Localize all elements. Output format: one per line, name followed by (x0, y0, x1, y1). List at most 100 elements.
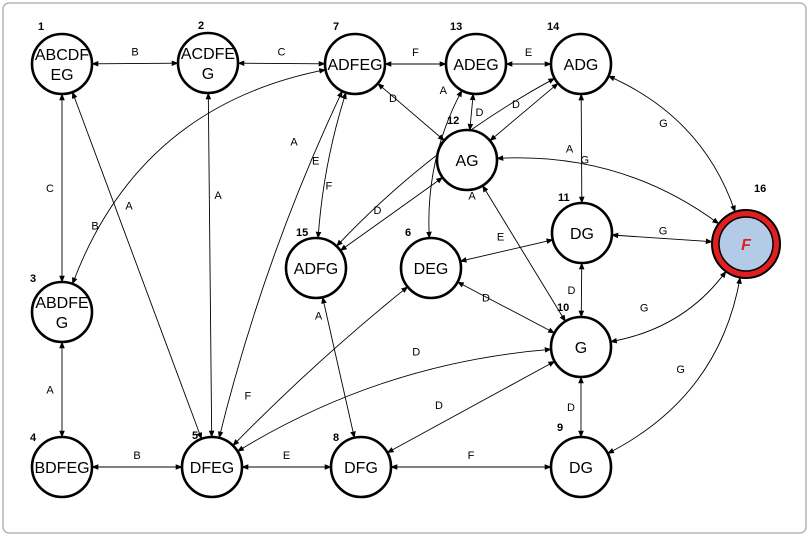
node-label: ACDFE (181, 46, 235, 63)
node-number: 1 (38, 21, 44, 33)
edge-n11-n16 (611, 232, 713, 245)
state-node-6[interactable]: DEG 6 (399, 227, 463, 300)
state-node-10[interactable]: G 10 (549, 302, 613, 379)
node-number: 4 (30, 432, 37, 444)
node-number: 10 (557, 302, 569, 314)
node-circle (323, 32, 387, 96)
node-number: 12 (447, 115, 459, 127)
node-number: 9 (557, 422, 563, 434)
edge-label: F (245, 391, 252, 403)
edge-label: B (91, 220, 98, 232)
edge-label: A (468, 191, 476, 203)
node-circle (329, 435, 393, 499)
node-label: ABDFE (35, 295, 88, 312)
node-label: DG (570, 226, 594, 243)
node-circle (549, 315, 613, 379)
node-number: 14 (547, 21, 560, 33)
edge-label: A (290, 136, 298, 148)
node-label: DG (569, 460, 593, 477)
edge-label: D (389, 93, 397, 105)
edge-label: A (315, 311, 323, 323)
node-circle (30, 435, 94, 499)
edge-label: A (440, 85, 448, 97)
state-node-12[interactable]: AG 12 (435, 115, 499, 192)
node-circle (30, 280, 94, 344)
edge-label: D (476, 107, 484, 119)
edge-n2-n7 (237, 60, 326, 67)
edge-label: G (580, 154, 589, 166)
node-label: G (202, 66, 214, 83)
node-label: G (56, 315, 68, 332)
node-circle (435, 128, 499, 192)
edge-n9-n16 (607, 276, 742, 454)
edge-label: A (125, 201, 133, 213)
node-label: ADG (564, 57, 599, 74)
node-label: AG (455, 153, 478, 170)
edge-label: G (676, 364, 685, 376)
node-number: 8 (333, 432, 339, 444)
node-number: 11 (558, 192, 570, 204)
state-node-14[interactable]: ADG 14 (547, 21, 613, 96)
edge-label: A (214, 190, 222, 202)
edge-label: G (659, 118, 668, 130)
node-label: ADFG (294, 261, 338, 278)
nodes-layer: ABCDFEG1ACDFEG2ADFEG7ADEG13ADG14AG12DG11… (30, 20, 781, 499)
edge-label: D (568, 285, 576, 297)
edge-label: F (468, 450, 475, 462)
edge-n1-n2 (91, 60, 179, 67)
state-node-11[interactable]: DG 11 (550, 192, 614, 265)
node-circle (444, 32, 508, 96)
node-circle (718, 216, 774, 272)
edge-label: D (482, 293, 490, 305)
edge-label: E (283, 450, 290, 462)
state-node-9[interactable]: DG 9 (549, 422, 613, 499)
node-number: 3 (30, 273, 36, 285)
edge-n6-n10 (456, 281, 556, 334)
edge-n7-n3 (72, 68, 327, 285)
edge-label: B (131, 47, 138, 59)
state-node-3[interactable]: ABDFE G 3 (30, 273, 94, 344)
edge-n14-n16 (607, 75, 736, 213)
node-label: DEG (414, 261, 449, 278)
edge-n11-n6 (459, 238, 554, 263)
node-number: 6 (405, 227, 411, 239)
edge-label: C (46, 183, 54, 195)
edge-n13-n6 (426, 89, 463, 239)
edge-label: D (374, 205, 382, 217)
node-label: F (741, 237, 752, 254)
node-circle (176, 31, 240, 95)
node-circle (550, 201, 614, 265)
edge-label: F (326, 181, 333, 193)
node-label: DFG (344, 460, 378, 477)
node-number: 15 (296, 227, 308, 239)
edge-label: D (412, 347, 420, 359)
node-number: 13 (450, 21, 462, 33)
edge-label: B (133, 450, 140, 462)
node-number: 16 (754, 183, 766, 195)
node-circle (399, 236, 463, 300)
state-node-15[interactable]: ADFG 15 (284, 227, 348, 300)
node-label: ADEG (453, 57, 498, 74)
edge-label: C (278, 47, 286, 59)
edge-label: A (566, 144, 574, 156)
edge-label: A (46, 385, 54, 397)
state-node-8[interactable]: DFG 8 (329, 432, 393, 499)
edge-label: F (412, 47, 419, 59)
node-circle (284, 236, 348, 300)
node-label: G (575, 340, 587, 357)
state-node-16[interactable]: F 16 (711, 183, 781, 279)
node-circle (180, 435, 244, 499)
edge-label: G (659, 225, 668, 237)
state-node-13[interactable]: ADEG 13 (444, 21, 508, 96)
edge-label: G (640, 303, 649, 315)
node-label: EG (50, 67, 73, 84)
node-number: 7 (333, 21, 339, 33)
edge-label: D (567, 402, 575, 414)
